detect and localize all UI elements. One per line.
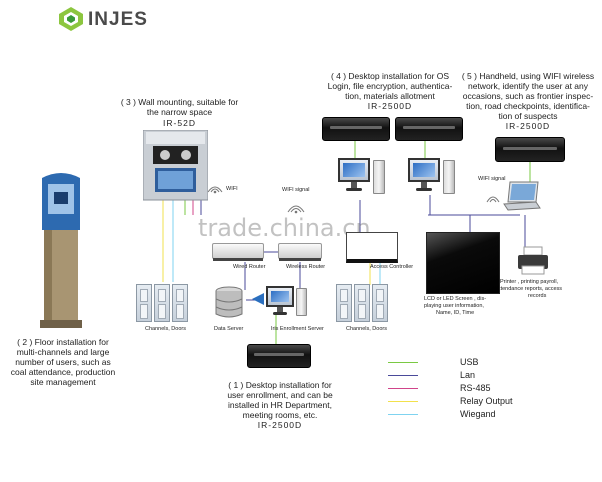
wifi-signal-icon-right bbox=[486, 196, 500, 203]
pc-tower-right bbox=[443, 160, 455, 194]
label-access-controller: Access Controller bbox=[370, 264, 414, 270]
wired-router bbox=[212, 243, 264, 261]
label-wifi-signal-right: WIFI signal bbox=[478, 176, 506, 182]
label-printer-line3: records bbox=[528, 293, 547, 299]
caption-enroll-line2: user enrollment, and can be bbox=[227, 390, 333, 400]
caption-enroll-line1: ( 1 ) Desktop installation for bbox=[228, 380, 332, 390]
enrollment-server-tower bbox=[296, 288, 307, 316]
caption-floor-installation: ( 2 ) Floor installation for multi-chann… bbox=[10, 337, 116, 387]
laptop-device bbox=[502, 180, 542, 212]
wireless-router bbox=[278, 243, 322, 261]
handheld-iris-device bbox=[495, 137, 565, 162]
legend-item-rs485: RS-485 bbox=[388, 382, 523, 394]
desktop-iris-device-right bbox=[395, 117, 463, 141]
wall-terminal-device bbox=[142, 129, 209, 202]
database-server-icon bbox=[215, 286, 243, 318]
channels-doors-right bbox=[336, 284, 388, 322]
caption-handheld-line4: tion, road checkpoints, identifica- bbox=[466, 101, 590, 111]
caption-desktop-os-line1: ( 4 ) Desktop installation for OS bbox=[330, 71, 450, 81]
caption-wall-line2: the narrow space bbox=[146, 107, 213, 117]
label-channels-doors-right: Channels, Doors bbox=[346, 326, 387, 332]
label-iris-enrollment-server: Iris Enrollment Server bbox=[271, 326, 324, 332]
label-channels-doors-left: Channels, Doors bbox=[145, 326, 186, 332]
caption-wall-line1: ( 3 ) Wall mounting, suitable for bbox=[120, 97, 239, 107]
caption-enroll-line3: installed in HR Department, bbox=[228, 400, 332, 410]
legend-item-lan: Lan bbox=[388, 369, 523, 381]
brand-name: INJES bbox=[88, 9, 148, 30]
wall-terminal-icon bbox=[142, 129, 209, 201]
pc-monitor-right bbox=[408, 158, 440, 192]
caption-enroll-model: IR-2500D bbox=[257, 420, 303, 430]
floor-kiosk-icon bbox=[40, 173, 82, 328]
injes-logo-icon bbox=[59, 7, 83, 31]
caption-desktop-os-line2: Login, file encryption, authentica- bbox=[327, 81, 453, 91]
watermark: trade.china.cn bbox=[198, 214, 371, 242]
arrow-left-icon bbox=[252, 293, 264, 305]
laptop-icon bbox=[503, 181, 541, 211]
label-wifi-signal-center: WIFI signal bbox=[282, 187, 310, 193]
legend-label: Lan bbox=[460, 370, 476, 380]
label-lcd-line3: Name, ID, Time bbox=[436, 310, 475, 316]
label-printer-line2: attendance reports, access bbox=[496, 286, 563, 292]
legend-label: RS-485 bbox=[460, 383, 491, 393]
legend-item-relay-output: Relay Output bbox=[388, 395, 523, 407]
printer-device bbox=[516, 246, 550, 276]
caption-handheld-line5: tion of suspects bbox=[498, 111, 558, 121]
label-wifi: WIFI bbox=[226, 186, 238, 192]
caption-wall-model: IR-52D bbox=[163, 118, 196, 128]
label-lcd-line1: LCD or LED Screen , dis- bbox=[424, 296, 487, 302]
legend-item-wiegand: Wiegand bbox=[388, 408, 523, 420]
brand-logo: INJES bbox=[58, 6, 168, 32]
label-wireless-router: Wireless Router bbox=[286, 264, 326, 270]
caption-desktop-os-model: IR-2500D bbox=[367, 101, 413, 111]
caption-desktop-os-line3: tion, materials allotment bbox=[345, 91, 435, 101]
data-server bbox=[214, 286, 244, 320]
enrollment-iris-device bbox=[247, 344, 311, 368]
printer-icon bbox=[518, 246, 548, 275]
caption-enroll-line4: meeting rooms, etc. bbox=[242, 410, 318, 420]
label-lcd-line2: playing user information, bbox=[424, 303, 484, 309]
pc-tower-left bbox=[373, 160, 385, 194]
legend-item-usb: USB bbox=[388, 356, 523, 368]
caption-handheld-line3: occasions, such as frontier inspec- bbox=[462, 91, 594, 101]
caption-handheld-model: IR-2500D bbox=[505, 121, 551, 131]
access-controller bbox=[346, 232, 398, 263]
label-printer-line1: Printer , printing payroll, bbox=[500, 279, 559, 285]
legend-label: Relay Output bbox=[460, 396, 513, 406]
label-data-server: Data Server bbox=[214, 326, 244, 332]
legend-label: USB bbox=[460, 357, 479, 367]
enrollment-server-monitor bbox=[266, 286, 294, 316]
caption-handheld-line1: ( 5 ) Handheld, using WIFI wireless bbox=[461, 71, 595, 81]
lcd-screen bbox=[426, 232, 500, 294]
pc-monitor-left bbox=[338, 158, 370, 192]
legend-label: Wiegand bbox=[460, 409, 496, 419]
wifi-icon bbox=[207, 186, 223, 194]
caption-handheld-line2: network, identify the user at any bbox=[467, 81, 588, 91]
label-wired-router: Wired Router bbox=[233, 264, 266, 270]
desktop-iris-device-left bbox=[322, 117, 390, 141]
channels-doors-left bbox=[136, 284, 188, 322]
wifi-signal-icon-center bbox=[287, 205, 305, 214]
floor-kiosk-device bbox=[36, 170, 86, 330]
